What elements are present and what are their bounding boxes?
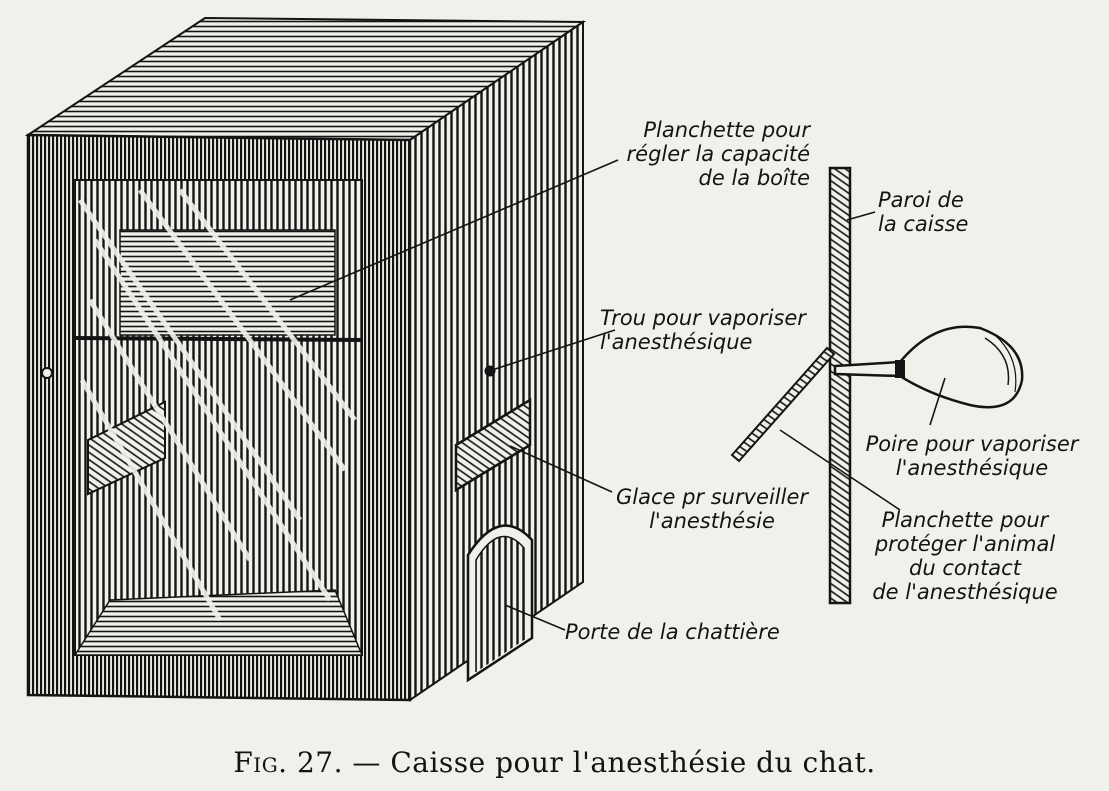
label-planchette-proteger: Planchette pour protéger l'animal du con… (872, 508, 1058, 604)
box-front-frame (26, 133, 412, 702)
glace-window (454, 397, 532, 493)
caption-dash: — (352, 746, 381, 779)
caption-fig-number: Fig. 27. (233, 746, 344, 779)
label-paroi: Paroi de la caisse (878, 188, 969, 236)
label-planchette-capacite: Planchette pour régler la capacité de la… (626, 118, 810, 190)
protector-plank (730, 346, 836, 463)
figure-caption: Fig. 27. — Caisse pour l'anesthésie du c… (0, 746, 1109, 779)
box-side-face (409, 20, 584, 702)
leader-lines (289, 159, 946, 631)
spray-hole (484, 365, 496, 377)
caption-text: Caisse pour l'anesthésie du chat. (390, 746, 876, 779)
label-poire: Poire pour vaporiser l'anesthésique (865, 432, 1079, 480)
label-porte: Porte de la chattière (565, 620, 780, 644)
wall-section (828, 166, 852, 605)
bulb-icon (833, 325, 1024, 409)
label-glace: Glace pr surveiller l'anesthésie (615, 485, 809, 533)
label-trou: Trou pour vaporiser l'anesthésique (600, 306, 806, 354)
